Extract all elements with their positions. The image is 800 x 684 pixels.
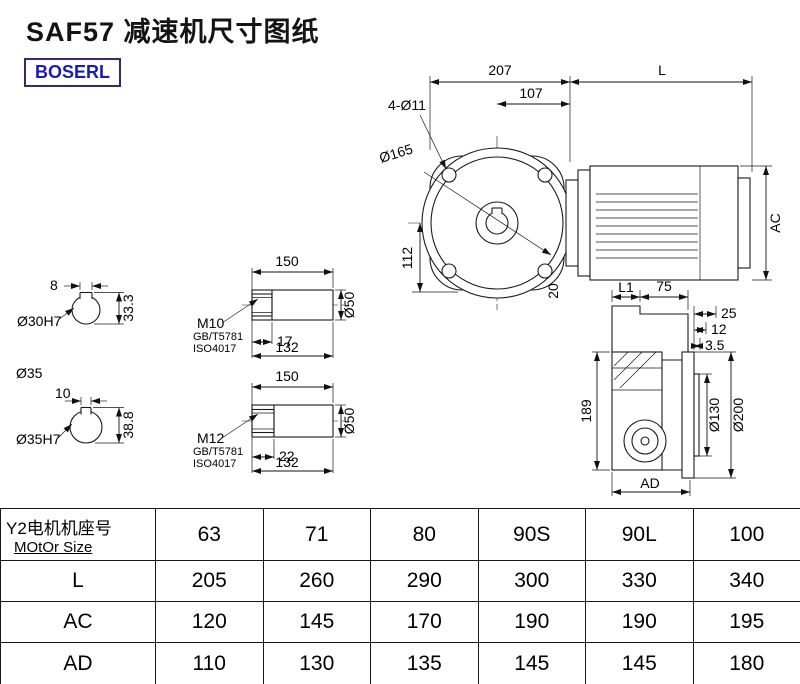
cell-AC: 190 (585, 601, 694, 643)
cell-AC: 190 (477, 601, 586, 643)
dim-L: L (658, 62, 666, 78)
cell-AC: 145 (262, 601, 371, 643)
dim-O35H7: Ø35H7 (16, 431, 61, 447)
cell-AD: 145 (477, 642, 586, 684)
dim-132-b: 132 (275, 454, 299, 470)
dim-3-5: 3.5 (705, 337, 725, 353)
cell-L: 290 (370, 560, 479, 602)
page-title: SAF57 减速机尺寸图纸 (26, 17, 320, 47)
cell-L: 340 (692, 560, 800, 602)
motor-size-value: 90L (585, 508, 694, 561)
standard-iso: ISO4017 (193, 343, 236, 355)
shaft-detail-a: 150 M10 GB/T5781 ISO4017 17 132 Ø50 (193, 253, 357, 359)
dim-O30H7: Ø30H7 (17, 313, 62, 329)
technical-drawing: 207 L 107 4-Ø11 Ø165 112 20 AC (16, 62, 783, 496)
dim-150-b: 150 (275, 368, 299, 384)
dim-132-a: 132 (275, 339, 299, 355)
motor-size-value: 63 (155, 508, 264, 561)
dim-33-3: 33.3 (120, 294, 136, 321)
cell-AC: 120 (155, 601, 264, 643)
motor-size-header-cell: Y2电机机座号 MOtOr Size (0, 508, 156, 561)
motor-size-value: 100 (692, 508, 800, 561)
shaft-section-b: 10 Ø35 Ø35H7 38.8 (16, 365, 136, 447)
dim-O50-a: Ø50 (341, 292, 357, 319)
table-row-AC: AC 120 145 170 190 190 195 (0, 601, 800, 643)
dim-22: 22 (279, 448, 295, 464)
cell-AD: 180 (692, 642, 800, 684)
row-label-AC: AC (0, 601, 156, 643)
dim-107: 107 (519, 85, 543, 101)
dim-O130: Ø130 (706, 398, 722, 432)
dim-10: 10 (55, 385, 71, 401)
cell-AC: 195 (692, 601, 800, 643)
motor-size-value: 90S (477, 508, 586, 561)
dim-207: 207 (488, 62, 512, 78)
dim-O165: Ø165 (377, 140, 415, 165)
dim-75: 75 (656, 278, 672, 294)
side-view (611, 305, 700, 479)
dim-O35: Ø35 (16, 365, 43, 381)
table-row-L: L 205 260 290 300 330 340 (0, 560, 800, 602)
dimension-table: Y2电机机座号 MOtOr Size 63 71 80 90S 90L 100 … (0, 508, 800, 684)
standard-iso-b: ISO4017 (193, 458, 236, 470)
dim-L1: L1 (618, 279, 634, 295)
cell-L: 300 (477, 560, 586, 602)
table-header-row: Y2电机机座号 MOtOr Size 63 71 80 90S 90L 100 (0, 508, 800, 561)
cell-AD: 135 (370, 642, 479, 684)
cell-AD: 110 (155, 642, 264, 684)
dim-O50-b: Ø50 (341, 408, 357, 435)
thread-label-m10: M10 (197, 315, 224, 331)
motor-size-value: 80 (370, 508, 479, 561)
thread-label-m12: M12 (197, 430, 224, 446)
cell-AC: 170 (370, 601, 479, 643)
dim-38-8: 38.8 (120, 411, 136, 438)
dim-17: 17 (277, 333, 293, 349)
standard-gb: GB/T5781 (193, 331, 243, 343)
front-view (408, 136, 751, 310)
cell-L: 260 (262, 560, 371, 602)
dim-189: 189 (578, 399, 594, 423)
dim-4xO11: 4-Ø11 (388, 97, 426, 113)
dim-150-a: 150 (275, 253, 299, 269)
standard-gb-b: GB/T5781 (193, 446, 243, 458)
cell-L: 330 (585, 560, 694, 602)
row-label-AD: AD (0, 642, 156, 684)
dim-12: 12 (711, 321, 727, 337)
table-row-AD: AD 110 130 135 145 145 180 (0, 642, 800, 684)
side-view-dimensions: L1 75 25 12 3.5 189 Ø130 (578, 278, 746, 496)
front-view-dimensions: 207 L 107 4-Ø11 Ø165 112 20 AC (377, 62, 783, 299)
dim-AD: AD (640, 475, 659, 491)
shaft-section-a: 8 Ø30H7 33.3 (17, 277, 136, 329)
row-label-L: L (0, 560, 156, 602)
motor-size-label-en: MOtOr Size (14, 538, 93, 556)
dim-112: 112 (399, 247, 415, 270)
dim-20: 20 (545, 283, 561, 299)
motor-size-label-cn: Y2电机机座号 (6, 518, 112, 538)
dim-O200: Ø200 (730, 398, 746, 432)
brand-logo: BOSERL (24, 58, 122, 87)
cell-AD: 130 (262, 642, 371, 684)
shaft-detail-b: 150 M12 GB/T5781 ISO4017 22 132 Ø50 (193, 368, 357, 474)
motor-size-value: 71 (262, 508, 371, 561)
cell-AD: 145 (585, 642, 694, 684)
dim-25: 25 (721, 305, 737, 321)
dim-8: 8 (50, 277, 58, 293)
cell-L: 205 (155, 560, 264, 602)
dim-AC: AC (767, 213, 783, 232)
